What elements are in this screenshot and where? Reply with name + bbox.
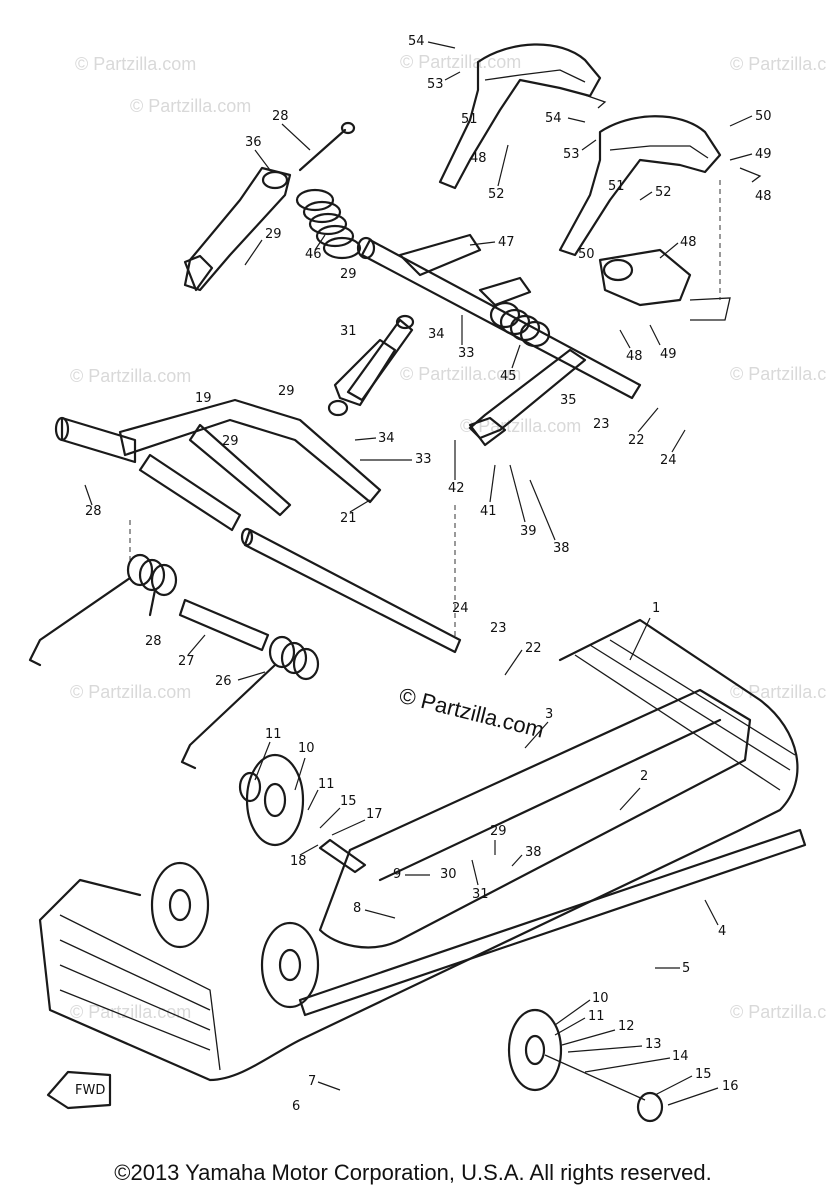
callout-label: 18 <box>290 854 307 869</box>
watermark: © Partzilla.com <box>730 364 826 384</box>
callout-label: 47 <box>498 235 515 250</box>
callout-label: 19 <box>195 391 212 406</box>
callout-label: 50 <box>578 247 595 262</box>
callout-label: 17 <box>366 807 383 822</box>
callout-label: 28 <box>85 504 102 519</box>
copyright-notice: ©2013 Yamaha Motor Corporation, U.S.A. A… <box>114 1160 712 1185</box>
watermark: © Partzilla.com <box>730 54 826 74</box>
callout-label: 1 <box>652 601 660 616</box>
callout-label: 8 <box>353 901 361 916</box>
callout-label: 51 <box>608 179 625 194</box>
callout-label: 24 <box>452 601 469 616</box>
callout-label: 49 <box>660 347 677 362</box>
callout-label: 38 <box>553 541 570 556</box>
callout-label: 29 <box>490 824 507 839</box>
callout-label: 45 <box>500 369 517 384</box>
callout-label: 50 <box>755 109 772 124</box>
callout-labels: 54 53 51 48 52 54 53 51 52 50 49 48 28 3… <box>84 34 772 1114</box>
callout-label: 10 <box>298 741 315 756</box>
callout-label: 53 <box>427 77 444 92</box>
front-pivot-arm <box>183 121 362 292</box>
callout-label: 12 <box>618 1019 635 1034</box>
callout-label: 14 <box>672 1049 689 1064</box>
callout-label: 53 <box>563 147 580 162</box>
shock-absorber <box>327 314 415 417</box>
callout-label: 41 <box>480 504 497 519</box>
callout-label: 7 <box>308 1074 316 1089</box>
callout-label: 27 <box>178 654 195 669</box>
rear-shaft-assembly <box>356 233 731 447</box>
callout-label: 33 <box>415 452 432 467</box>
callout-label: 29 <box>222 434 239 449</box>
callout-label: 22 <box>628 433 645 448</box>
callout-label: 4 <box>718 924 726 939</box>
callout-label: 29 <box>340 267 357 282</box>
callout-label: 22 <box>525 641 542 656</box>
callout-label: 10 <box>592 991 609 1006</box>
track-assembly <box>38 618 807 1082</box>
callout-label: 49 <box>755 147 772 162</box>
callout-label: 35 <box>560 393 577 408</box>
callout-label: 33 <box>458 346 475 361</box>
callout-label: 36 <box>245 135 262 150</box>
callout-label: 24 <box>660 453 677 468</box>
callout-label: 26 <box>215 674 232 689</box>
watermark: © Partzilla.com <box>70 366 191 386</box>
callout-label: 6 <box>292 1099 300 1114</box>
callout-label: 23 <box>593 417 610 432</box>
callout-label: 2 <box>640 769 648 784</box>
fwd-arrow: FWD <box>46 1070 112 1110</box>
callout-label: 11 <box>265 727 282 742</box>
front-arm-frame <box>54 398 462 654</box>
callout-label: 54 <box>545 111 562 126</box>
callout-label: 34 <box>378 431 395 446</box>
watermark: © Partzilla.com <box>460 416 581 436</box>
watermark: © Partzilla.com <box>400 364 521 384</box>
callout-label: 52 <box>655 185 672 200</box>
callout-label: 30 <box>440 867 457 882</box>
callout-label: 29 <box>265 227 282 242</box>
callout-label: 28 <box>272 109 289 124</box>
callout-label: 23 <box>490 621 507 636</box>
watermark: © Partzilla.com <box>70 682 191 702</box>
callout-label: 48 <box>680 235 697 250</box>
rear-arm-brackets <box>438 43 762 257</box>
callout-label: 51 <box>461 112 478 127</box>
callout-label: 15 <box>340 794 357 809</box>
callout-label: 48 <box>470 151 487 166</box>
watermark: © Partzilla.com <box>730 1002 826 1022</box>
callout-label: 3 <box>545 707 553 722</box>
watermark: © Partzilla.com <box>70 1002 191 1022</box>
callout-label: 34 <box>428 327 445 342</box>
watermark-main: © Partzilla.com <box>397 683 547 743</box>
callout-label: 16 <box>722 1079 739 1094</box>
callout-label: 21 <box>340 511 357 526</box>
callout-label: 15 <box>695 1067 712 1082</box>
callout-label: 28 <box>145 634 162 649</box>
callout-label: 5 <box>682 961 690 976</box>
callout-label: 13 <box>645 1037 662 1052</box>
lower-springs <box>28 553 320 770</box>
callout-label: 38 <box>525 845 542 860</box>
watermark: © Partzilla.com <box>730 682 826 702</box>
watermark: © Partzilla.com <box>130 96 251 116</box>
callout-label: 11 <box>318 777 335 792</box>
callout-label: 29 <box>278 384 295 399</box>
callout-label: 52 <box>488 187 505 202</box>
callout-label: 48 <box>755 189 772 204</box>
fwd-label: FWD <box>75 1083 105 1098</box>
callout-label: 54 <box>408 34 425 49</box>
callout-label: 9 <box>393 867 401 882</box>
callout-label: 11 <box>588 1009 605 1024</box>
watermark: © Partzilla.com <box>75 54 196 74</box>
watermark: © Partzilla.com <box>400 52 521 72</box>
idler-wheels <box>150 753 664 1123</box>
callout-label: 46 <box>305 247 322 262</box>
callout-label: 42 <box>448 481 465 496</box>
callout-label: 31 <box>472 887 489 902</box>
callout-label: 39 <box>520 524 537 539</box>
callout-label: 31 <box>340 324 357 339</box>
callout-label: 48 <box>626 349 643 364</box>
